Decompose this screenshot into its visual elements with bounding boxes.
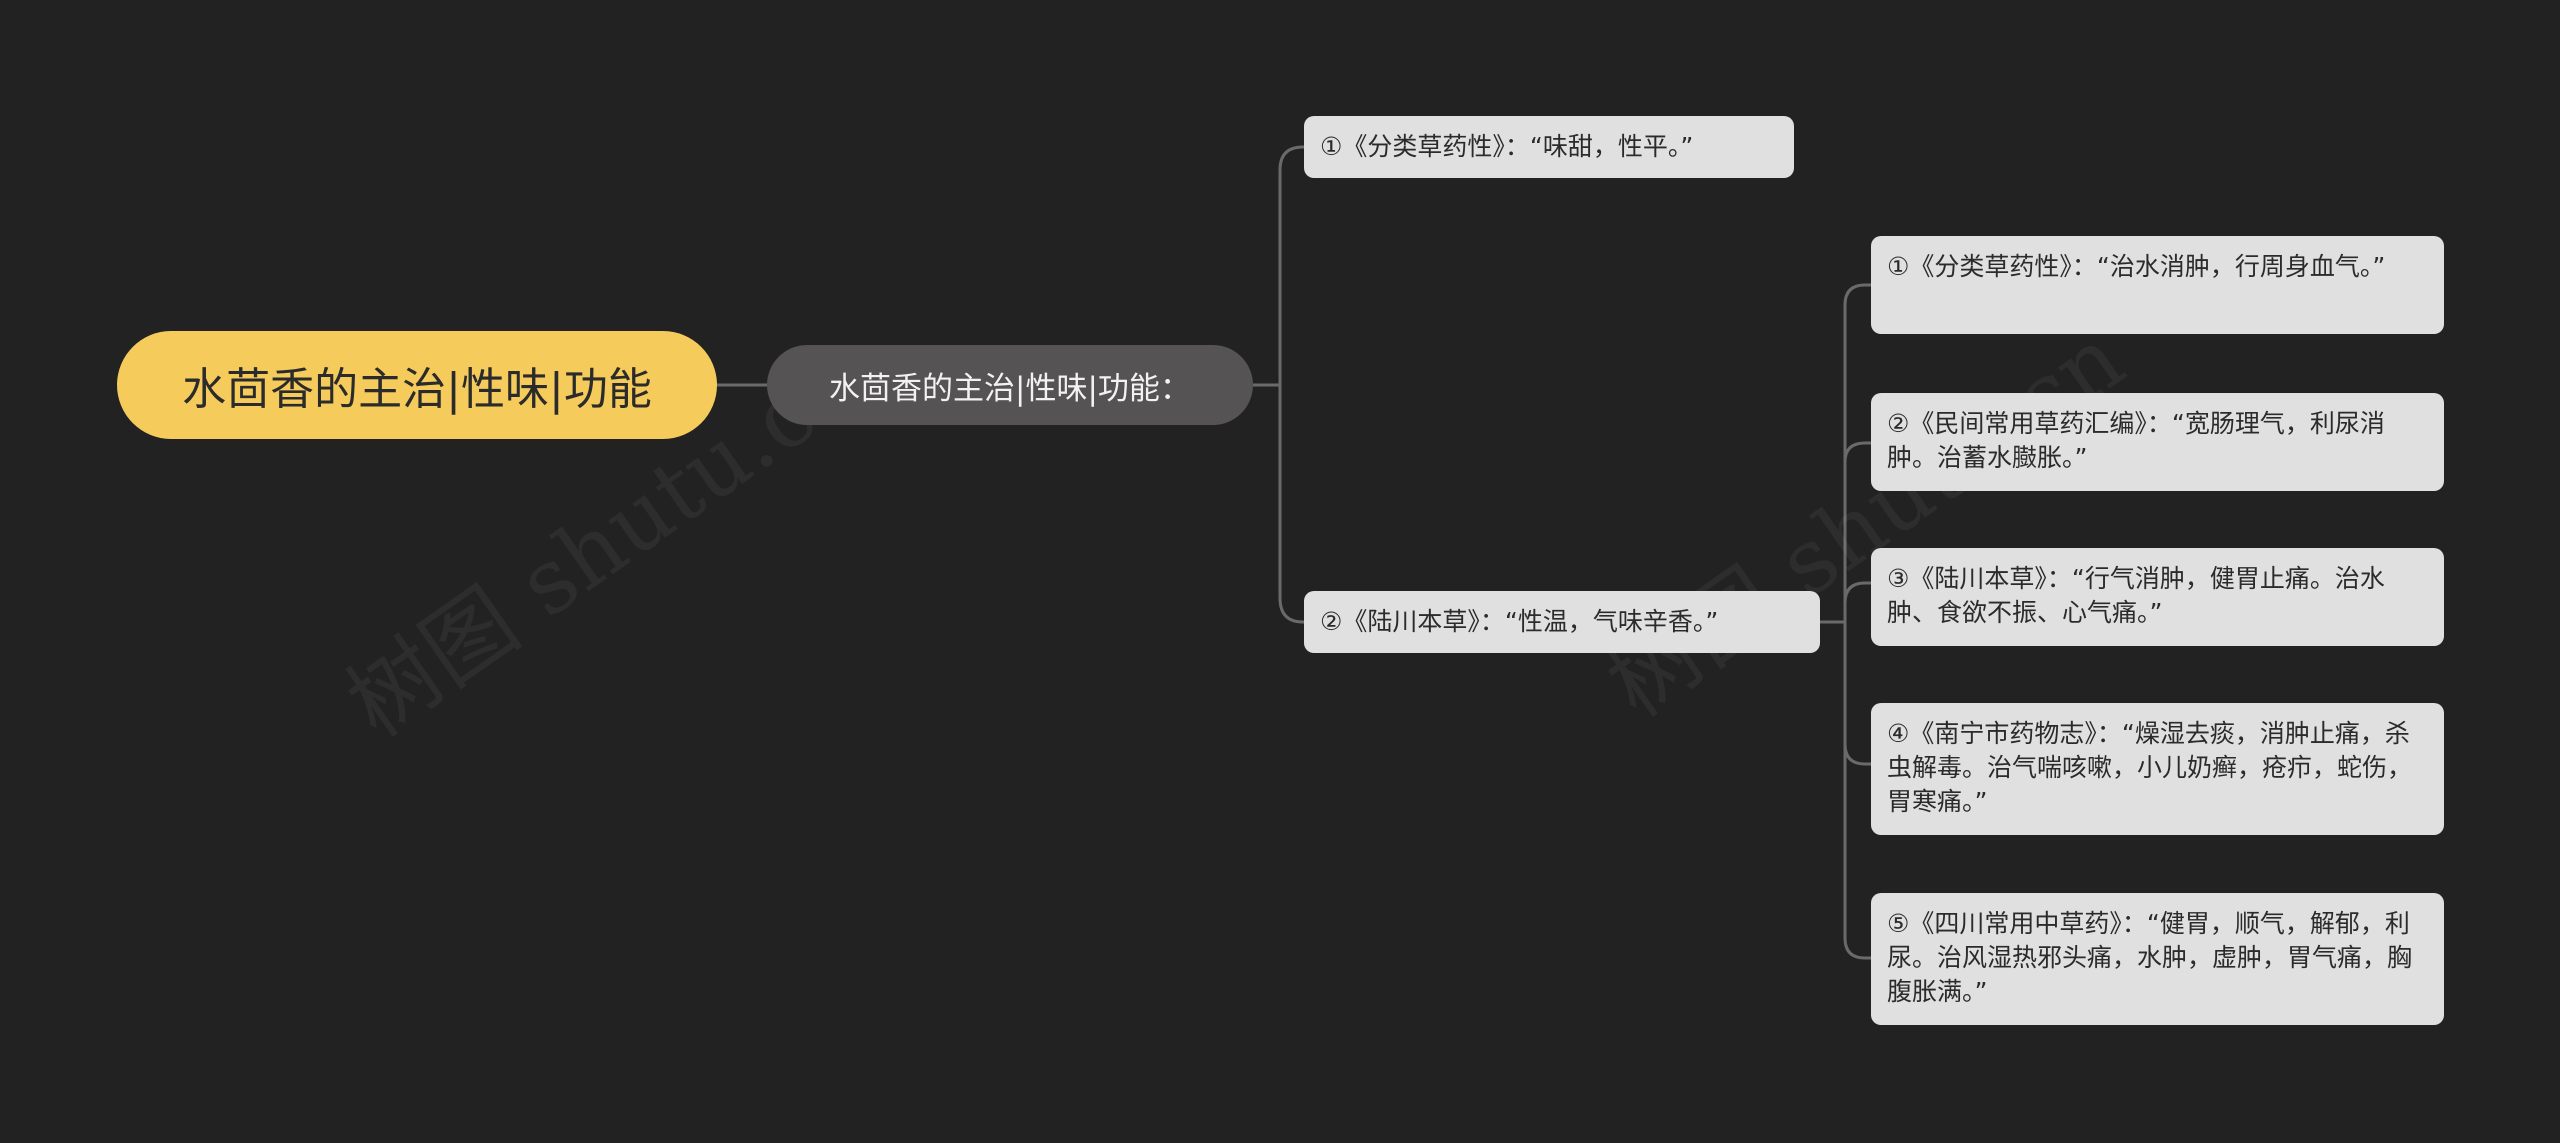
root-topic-node[interactable]: 水茴香的主治|性味|功能: [117, 331, 717, 439]
connector-branch2-children: [1820, 283, 1871, 960]
child-label: ③《陆川本草》：“行气消肿，健胃止痛。治水肿、食欲不振、心气痛。”: [1887, 564, 2385, 627]
child-label: ④《南宁市药物志》：“燥湿去痰，消肿止痛，杀虫解毒。治气喘咳嗽，小儿奶癣，疮疖，…: [1887, 719, 2413, 816]
main-topic-node[interactable]: 水茴香的主治|性味|功能：: [767, 345, 1253, 425]
child-node-2[interactable]: ②《民间常用草药汇编》：“宽肠理气，利尿消肿。治蓄水臌胀。”: [1871, 393, 2444, 491]
child-node-1[interactable]: ①《分类草药性》：“治水消肿，行周身血气。”: [1871, 236, 2444, 334]
branch-label: ②《陆川本草》：“性温，气味辛香。”: [1320, 607, 1719, 636]
child-node-4[interactable]: ④《南宁市药物志》：“燥湿去痰，消肿止痛，杀虫解毒。治气喘咳嗽，小儿奶癣，疮疖，…: [1871, 703, 2444, 835]
child-label: ①《分类草药性》：“治水消肿，行周身血气。”: [1887, 252, 2386, 281]
branch-node-1[interactable]: ①《分类草药性》：“味甜，性平。”: [1304, 116, 1794, 178]
child-label: ⑤《四川常用中草药》：“健胃，顺气，解郁，利尿。治风湿热邪头痛，水肿，虚肿，胃气…: [1887, 909, 2413, 1006]
child-node-3[interactable]: ③《陆川本草》：“行气消肿，健胃止痛。治水肿、食欲不振、心气痛。”: [1871, 548, 2444, 646]
branch-label: ①《分类草药性》：“味甜，性平。”: [1320, 132, 1694, 161]
main-topic-label: 水茴香的主治|性味|功能：: [829, 370, 1191, 407]
child-label: ②《民间常用草药汇编》：“宽肠理气，利尿消肿。治蓄水臌胀。”: [1887, 409, 2385, 472]
root-topic-label: 水茴香的主治|性味|功能: [182, 364, 652, 415]
branch-node-2[interactable]: ②《陆川本草》：“性温，气味辛香。”: [1304, 591, 1820, 653]
child-node-5[interactable]: ⑤《四川常用中草药》：“健胃，顺气，解郁，利尿。治风湿热邪头痛，水肿，虚肿，胃气…: [1871, 893, 2444, 1025]
connector-main-branches: [1253, 145, 1304, 624]
